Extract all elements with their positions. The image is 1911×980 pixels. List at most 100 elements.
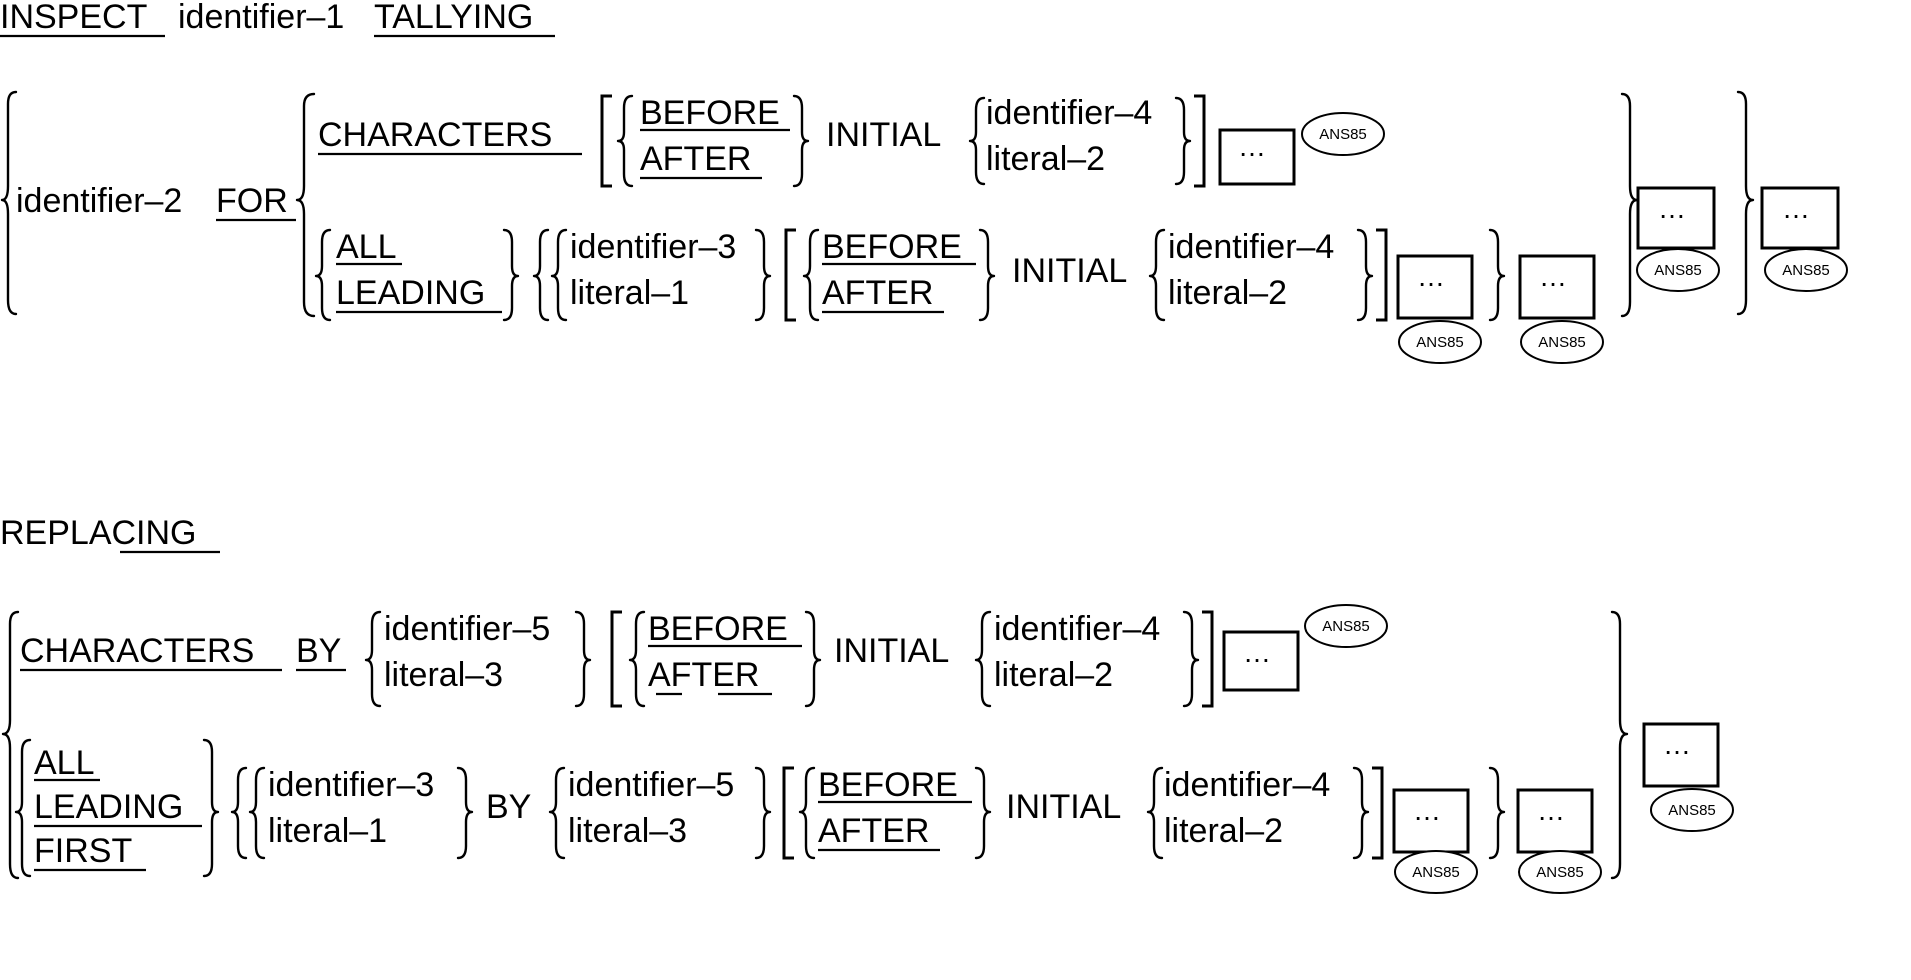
before-keyword: BEFORE <box>640 94 780 132</box>
first-keyword-r: FIRST <box>34 832 132 870</box>
tallying-keyword: TALLYING <box>374 0 533 36</box>
for-option-brace <box>295 92 316 318</box>
id4-lit2-brace-right-2 <box>1356 228 1374 322</box>
identifier-4-text: identifier–4 <box>986 94 1152 132</box>
id4-lit2-brace-left <box>968 96 986 186</box>
id5-lit3-brace-left-r2 <box>548 766 566 860</box>
identifier-3-text: identifier–3 <box>570 228 736 266</box>
after-keyword-r2: AFTER <box>818 812 929 850</box>
for-keyword: FOR <box>216 182 288 220</box>
ans85-label-4: ANS85 <box>1654 262 1702 279</box>
repeat-ellipsis-r4: … <box>1663 729 1691 760</box>
replacing-outer-brace-left <box>1 610 20 880</box>
repeat-group-brace-left-r <box>230 766 248 860</box>
after-keyword: AFTER <box>640 140 751 178</box>
characters-keyword-r: CHARACTERS <box>20 632 254 670</box>
id4-lit2-brace-right <box>1174 96 1192 186</box>
replacing-outer-brace-right <box>1610 610 1629 880</box>
ans85-label-r3: ANS85 <box>1536 864 1584 881</box>
literal-1-text: literal–1 <box>570 274 689 312</box>
initial-keyword-r2: INITIAL <box>1006 788 1121 826</box>
id5-lit3-brace-right-r2 <box>754 766 772 860</box>
optional-bracket-right-r1 <box>1202 610 1214 708</box>
literal-2-text-r2: literal–2 <box>1164 812 1283 850</box>
optional-bracket-left-r1 <box>610 610 622 708</box>
before-keyword-r1: BEFORE <box>648 610 788 648</box>
identifier-4-text-2: identifier–4 <box>1168 228 1334 266</box>
identifier-1-text: identifier–1 <box>178 0 344 36</box>
repeat-ellipsis-4: … <box>1658 193 1686 224</box>
before-after-brace-right-2 <box>978 228 996 322</box>
literal-2-text: literal–2 <box>986 140 1105 178</box>
ans85-oval-5 <box>1764 248 1848 292</box>
literal-1-text-r: literal–1 <box>268 812 387 850</box>
repeat-ellipsis-r2: … <box>1413 795 1441 826</box>
ans85-oval-4 <box>1636 248 1720 292</box>
initial-keyword-2: INITIAL <box>1012 252 1127 290</box>
all-keyword: ALL <box>336 228 397 266</box>
identifier-3-text-r: identifier–3 <box>268 766 434 804</box>
repeat-ellipsis-r1: … <box>1243 637 1271 668</box>
outer-left-brace <box>0 90 18 316</box>
replacing-format: REPLACING CHARACTERS BY identifier–5 lit… <box>0 514 1734 894</box>
initial-keyword-r1: INITIAL <box>834 632 949 670</box>
before-after-brace-left-r1 <box>628 610 646 708</box>
all-leading-brace-left <box>314 228 332 322</box>
before-after-brace-right-r1 <box>804 610 822 708</box>
optional-bracket-right-r2 <box>1372 766 1384 860</box>
literal-3-text: literal–3 <box>384 656 503 694</box>
repeat-group-brace-left <box>532 228 550 322</box>
ans85-label-3: ANS85 <box>1538 334 1586 351</box>
repeat-ellipsis-r3: … <box>1537 795 1565 826</box>
optional-bracket-right-2 <box>1376 228 1388 322</box>
after-keyword-2: AFTER <box>822 274 933 312</box>
identifier-2-text: identifier–2 <box>16 182 182 220</box>
characters-keyword: CHARACTERS <box>318 116 552 154</box>
repeat-box-r4 <box>1642 722 1720 788</box>
before-after-brace-right-r2 <box>974 766 992 860</box>
initial-keyword: INITIAL <box>826 116 941 154</box>
literal-2-text-2: literal–2 <box>1168 274 1287 312</box>
before-after-brace-right <box>792 94 810 188</box>
repeat-box <box>1218 128 1296 186</box>
ans85-label-5: ANS85 <box>1782 262 1830 279</box>
before-keyword-2: BEFORE <box>822 228 962 266</box>
all-keyword-r: ALL <box>34 744 95 782</box>
repeat-box-r1 <box>1222 630 1300 692</box>
id3-lit1-brace-right <box>754 228 772 322</box>
repeat-ellipsis-3: … <box>1539 261 1567 292</box>
for-option-brace-right <box>1620 92 1639 318</box>
optional-bracket-right <box>1194 94 1206 188</box>
ans85-oval-r3 <box>1518 850 1602 894</box>
all-leading-brace-right <box>502 228 520 322</box>
repeat-box-4 <box>1636 186 1716 250</box>
id5-lit3-brace-left <box>364 610 382 708</box>
optional-bracket-left-2 <box>784 228 796 322</box>
by-keyword-r: BY <box>296 632 341 670</box>
replacing-keyword: REPLACING <box>0 514 197 552</box>
identifier-5-text: identifier–5 <box>384 610 550 648</box>
ans85-label-r4: ANS85 <box>1668 802 1716 819</box>
ans85-label: ANS85 <box>1319 126 1367 143</box>
id4-lit2-brace-left-r2 <box>1146 766 1164 860</box>
id4-lit2-brace-left-2 <box>1148 228 1166 322</box>
ans85-label-r1: ANS85 <box>1322 618 1370 635</box>
id4-lit2-brace-right-r2 <box>1352 766 1370 860</box>
all-leading-first-brace-right <box>202 738 220 878</box>
ans85-label-2: ANS85 <box>1416 334 1464 351</box>
ans85-oval-r2 <box>1394 850 1478 894</box>
tallying-format: INSPECT identifier–1 TALLYING identifier… <box>0 0 1848 364</box>
repeat-box-5 <box>1760 186 1840 250</box>
before-keyword-r2: BEFORE <box>818 766 958 804</box>
id3-lit1-brace-right-r <box>456 766 474 860</box>
repeat-group-brace-right <box>1488 228 1506 322</box>
ans85-label-r2: ANS85 <box>1412 864 1460 881</box>
before-after-brace-left <box>616 94 634 188</box>
before-after-brace-left-r2 <box>798 766 816 860</box>
outer-right-brace <box>1736 90 1755 316</box>
ans85-oval <box>1301 112 1385 156</box>
ans85-oval-2 <box>1398 320 1482 364</box>
repeat-box-2 <box>1396 254 1474 320</box>
